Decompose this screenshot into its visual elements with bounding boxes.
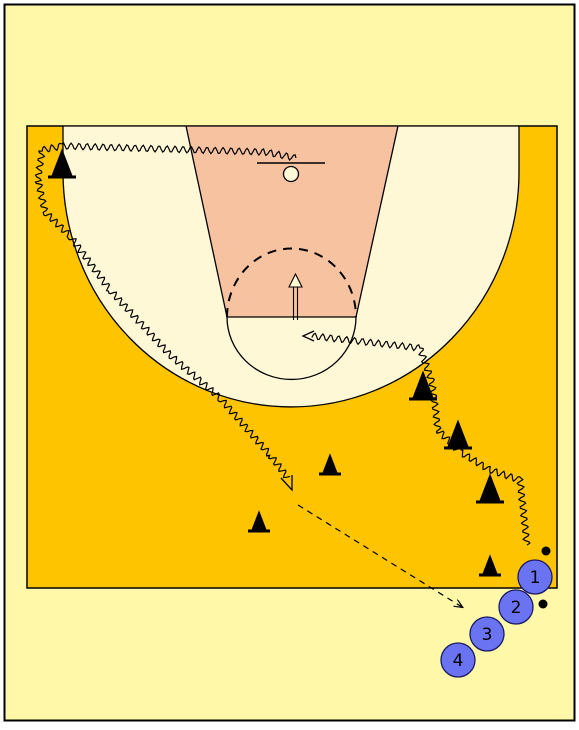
cone-icon bbox=[476, 473, 504, 504]
cone-icon bbox=[444, 419, 472, 450]
player-circle bbox=[498, 589, 534, 625]
player-number: 1 bbox=[530, 568, 541, 588]
cone-icon bbox=[479, 554, 501, 577]
dribble-path-weave bbox=[311, 332, 531, 546]
free-throw-circle-dashed bbox=[226, 247, 357, 318]
player-circle bbox=[469, 616, 505, 652]
cone-icon bbox=[248, 510, 270, 533]
player-2: 2 bbox=[498, 589, 548, 625]
player-4: 4 bbox=[440, 642, 476, 678]
cone-icon bbox=[48, 148, 76, 179]
dribble-path-baseline bbox=[34, 142, 297, 479]
dribble-arrowhead bbox=[301, 330, 315, 342]
player-3: 3 bbox=[469, 616, 505, 652]
player-circle bbox=[440, 642, 476, 678]
player-number: 2 bbox=[511, 598, 522, 618]
free-throw-circle-solid bbox=[226, 316, 357, 381]
basket-icon bbox=[282, 165, 300, 183]
player-1: 1 bbox=[517, 546, 553, 595]
movement-paths bbox=[34, 142, 531, 607]
cone-icon bbox=[409, 370, 437, 401]
cone-icon bbox=[319, 453, 341, 476]
cut-arrow bbox=[288, 272, 303, 320]
player-number: 3 bbox=[482, 625, 493, 645]
player-circle bbox=[517, 559, 553, 595]
ball-icon bbox=[538, 599, 548, 609]
cones bbox=[48, 148, 504, 577]
ball-icon bbox=[541, 546, 551, 556]
dribble-arrowhead bbox=[280, 475, 293, 492]
player-number: 4 bbox=[453, 651, 464, 671]
